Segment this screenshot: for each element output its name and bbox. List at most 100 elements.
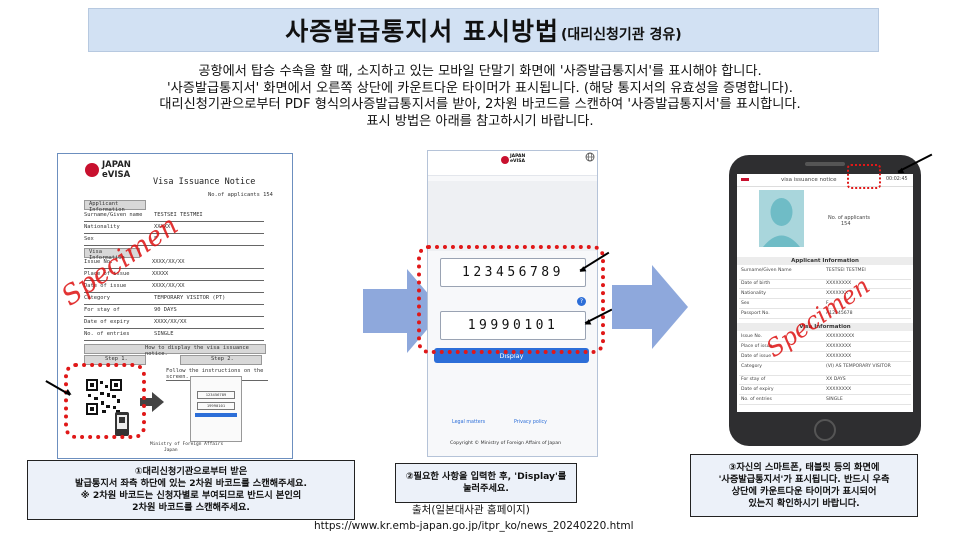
doc-row-value: XXXX/XX/XX bbox=[154, 319, 187, 325]
doc-row-value: SINGLE bbox=[154, 331, 174, 337]
phone-info-row: Category (VI) AS TEMPORARY VISITOR bbox=[739, 363, 911, 376]
phone-header bbox=[737, 174, 913, 187]
phone-section-visa: Visa Information bbox=[737, 323, 913, 331]
caption-line: 있는지 확인하시기 바랍니다. bbox=[748, 497, 860, 509]
source-text: 출처(일본대사관 홈페이지) bbox=[412, 504, 530, 516]
phone-row-value: XXXXXXXX bbox=[826, 344, 852, 349]
caption-line: 눌러주세요. bbox=[463, 483, 509, 494]
doc-arrow-icon bbox=[140, 392, 164, 412]
doc-row-label: Place of issue bbox=[84, 271, 130, 277]
page-subtitle: (대리신청기관 경유) bbox=[561, 27, 682, 43]
doc-ministry: Ministry of Foreign Affairs bbox=[150, 442, 224, 447]
phone-row-label: Issue No. bbox=[741, 334, 762, 339]
doc-ministry-country: Japan bbox=[164, 448, 178, 453]
phone-row-value: XXXXXXX bbox=[826, 291, 849, 296]
doc-howto-label: How to display the visa issuance notice. bbox=[145, 345, 249, 357]
japan-evisa-logo-icon bbox=[85, 163, 99, 177]
phone-row-value: XXXXXXXX bbox=[826, 387, 852, 392]
phone-scan-icon bbox=[115, 412, 129, 436]
doc-row-label: Category bbox=[84, 295, 110, 301]
doc-section-label: Visa Information bbox=[89, 249, 125, 261]
doc-row-value: TEMPORARY VISITOR (PT) bbox=[154, 295, 226, 301]
phone-info-row: Issue No.XXXXXXXXX bbox=[739, 333, 911, 342]
step-arrow-1-icon bbox=[363, 289, 409, 333]
birthdate-field[interactable]: 19990101 bbox=[440, 311, 586, 340]
doc-row-label: No. of entries bbox=[84, 331, 130, 337]
form-brand-line2: eVISA bbox=[510, 159, 525, 164]
doc-row-value: TESTSEI TESTMEI bbox=[154, 212, 203, 218]
phone-info-row: Nationality XXXXXXX bbox=[739, 290, 911, 299]
intro-line: 공항에서 탑승 수속을 할 때, 소지하고 있는 모바일 단말기 화면에 '사증… bbox=[198, 64, 762, 79]
doc-row-value: 90 DAYS bbox=[154, 307, 177, 313]
qr-code-icon bbox=[86, 379, 122, 415]
person-silhouette-icon bbox=[763, 198, 800, 247]
phone-row-label: No. of entries bbox=[741, 397, 772, 402]
doc-row: Issue No. XXXX/XX/XX bbox=[84, 258, 264, 269]
title-banner: 사증발급통지서 표시방법 (대리신청기관 경유) bbox=[88, 8, 879, 52]
caption-line: 발급통지서 좌측 하단에 있는 2차원 바코드를 스캔해주세요. bbox=[75, 478, 307, 489]
doc-mini-field2: 19990101 bbox=[197, 402, 235, 410]
help-icon[interactable]: ? bbox=[577, 297, 586, 306]
form-header bbox=[428, 151, 597, 176]
doc-brand-line2: eVISA bbox=[102, 170, 131, 180]
qr-highlight-box bbox=[64, 363, 146, 439]
step-arrow-2-icon bbox=[612, 285, 654, 329]
input-highlight-box bbox=[417, 245, 605, 354]
doc-row-label: Issue No. bbox=[84, 259, 114, 265]
doc-mini-field1: 123456789 bbox=[197, 391, 235, 399]
legal-matters-link[interactable]: Legal matters bbox=[452, 420, 486, 425]
doc-row-label: Surname/Given name bbox=[84, 212, 143, 218]
phone-row-label: Surname/Given Name bbox=[741, 268, 792, 273]
phone-screen: visa issuance notice 00:02:45 No. of app… bbox=[737, 174, 913, 412]
phone-row-value: A12345678 bbox=[826, 311, 853, 316]
language-globe-icon[interactable] bbox=[585, 152, 595, 162]
doc-row: For stay of 90 DAYS bbox=[84, 306, 264, 317]
phone-info-row: Date of issue XXXXXXXX bbox=[739, 353, 911, 362]
privacy-policy-link[interactable]: Privacy policy bbox=[514, 420, 548, 425]
phone-row-value: XXXXXXXX bbox=[826, 354, 852, 359]
phone-row-value: TESTSEI TESTMEI bbox=[826, 268, 866, 273]
phone-row-label: Category bbox=[741, 364, 762, 369]
doc-title: Visa Issuance Notice bbox=[153, 177, 256, 187]
doc-row-value: XXXX/XX/XX bbox=[152, 283, 185, 289]
doc-row-label: For stay of bbox=[84, 307, 120, 313]
intro-line: 대리신청기관으로부터 PDF 형식의사증발급통지서를 받아, 2차원 바코드를 … bbox=[159, 97, 801, 112]
phone-row-label: For stay of bbox=[741, 377, 766, 382]
phone-row-label: Passport No. bbox=[741, 311, 770, 316]
doc-step2-label: Step 2. bbox=[211, 356, 234, 362]
intro-line: 표시 방법은 아래를 참고하시기 바랍니다. bbox=[366, 113, 594, 129]
step3-caption: ③자신의 스마트폰, 태블릿 등의 화면에 '사증발급통지서'가 표시됩니다. … bbox=[690, 454, 918, 517]
phone-row-value: (VI) AS TEMPORARY VISITOR bbox=[826, 364, 891, 369]
form-logo-icon bbox=[501, 156, 509, 164]
step1-caption: ①대리신청기관으로부터 받은 발급통지서 좌측 하단에 있는 2차원 바코드를 … bbox=[27, 460, 355, 520]
doc-row-value: XXXX/XX/XX bbox=[152, 259, 185, 265]
phone-row-label: Sex bbox=[741, 301, 750, 306]
phone-info-row: Passport No. A12345678 bbox=[739, 310, 911, 319]
phone-row-label: Date of birth bbox=[741, 281, 771, 286]
doc-row: Category TEMPORARY VISITOR (PT) bbox=[84, 294, 264, 305]
applicant-photo bbox=[759, 190, 804, 247]
visa-notice-document: JAPAN eVISA Visa Issuance Notice No.of a… bbox=[57, 153, 293, 459]
doc-howto-band: How to display the visa issuance notice. bbox=[84, 344, 266, 357]
doc-section-label: Applicant Information bbox=[89, 201, 125, 213]
phone-applicants-label: No. of applicants bbox=[828, 215, 871, 221]
phone-applicants-count: 154 bbox=[841, 221, 851, 227]
phone-header-title: visa issuance notice bbox=[781, 177, 837, 183]
step2-caption: ②필요한 사항을 입력한 후, 'Display'를 눌러주세요. bbox=[395, 463, 577, 503]
phone-row-label: Date of issue bbox=[741, 354, 772, 359]
phone-home-button-icon bbox=[814, 419, 836, 441]
doc-applicants: No.of applicants 154 bbox=[208, 192, 273, 198]
source-url: https://www.kr.emb-japan.go.jp/itpr_ko/n… bbox=[314, 520, 634, 532]
form-brand-line1: JAPAN bbox=[510, 154, 526, 159]
phone-row-label: Date of expiry bbox=[741, 387, 774, 392]
intro-text: 공항에서 탑승 수속을 할 때, 소지하고 있는 모바일 단말기 화면에 '사증… bbox=[40, 64, 920, 130]
phone-row-label: Nationality bbox=[741, 291, 766, 296]
issue-number-field[interactable]: 123456789 bbox=[440, 258, 586, 287]
phone-speaker-icon bbox=[805, 162, 845, 166]
phone-info-row: Surname/Given Name TESTSEI TESTMEI bbox=[739, 267, 911, 280]
doc-section-visa: Visa Information bbox=[84, 248, 140, 261]
